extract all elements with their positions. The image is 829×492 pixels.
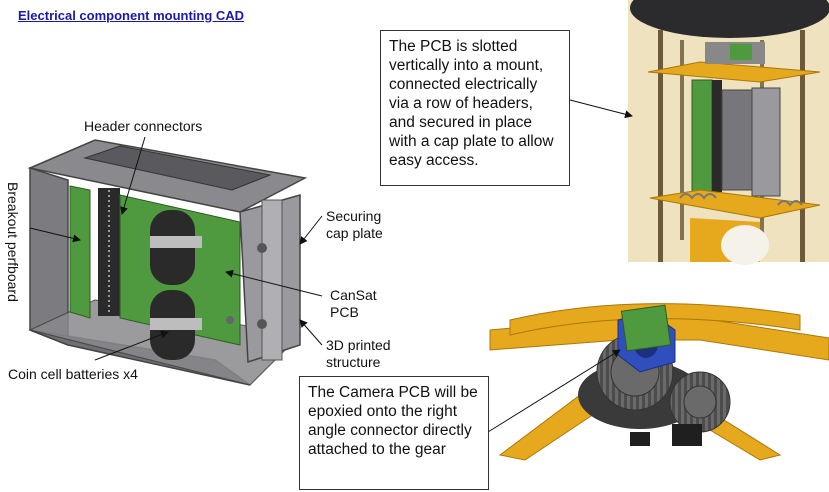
- callout-camera-pcb: The Camera PCB will be epoxied onto the …: [299, 376, 489, 490]
- page-title: Electrical component mounting CAD: [18, 8, 245, 23]
- tube-render: [628, 0, 829, 265]
- callout-pcb-mount: The PCB is slotted vertically into a mou…: [380, 30, 570, 186]
- label-breakout-perfboard: Breakout perfboard: [5, 182, 21, 302]
- label-securing-cap-plate: Securing cap plate: [326, 208, 383, 241]
- label-3d-printed-structure: 3D printed structure: [326, 337, 391, 370]
- label-header-connectors: Header connectors: [84, 118, 203, 134]
- label-coin-cell-batteries: Coin cell batteries x4: [8, 366, 138, 382]
- mount-assembly-render: [27, 139, 308, 386]
- label-cansat-pcb: CanSat PCB: [330, 287, 377, 320]
- gear-render: [489, 300, 829, 461]
